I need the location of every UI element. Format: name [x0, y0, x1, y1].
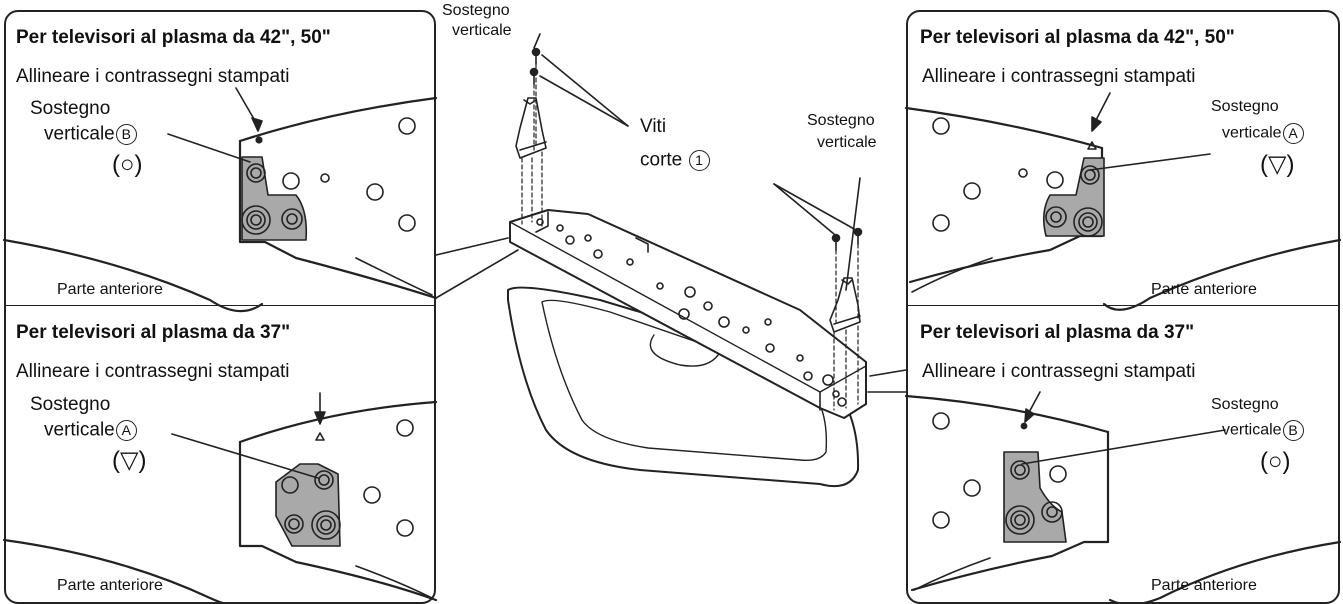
center-support-right-line2: verticale: [817, 134, 877, 151]
support-letter-badge: B: [1282, 420, 1304, 441]
bracket-icon: [829, 277, 861, 333]
circle-mark-icon: ○: [1268, 448, 1283, 475]
panel-bl-front-label: Parte anteriore: [57, 577, 163, 594]
center-screws-line1: Viti: [640, 116, 667, 137]
center-support-left-line2: verticale: [452, 22, 512, 39]
triangle-mark-icon: [315, 432, 325, 441]
panel-tl-support-line1: Sostegno: [30, 98, 111, 119]
screw-icon: [853, 227, 863, 245]
panel-tr-support-line1: Sostegno: [1211, 98, 1279, 115]
panel-tr-title: Per televisori al plasma da 42", 50": [920, 27, 1235, 48]
panel-bl-align-label: Allineare i contrassegni stampati: [16, 361, 290, 382]
circle-mark-icon: [255, 136, 263, 144]
center-support-right-line1: Sostegno: [807, 112, 875, 129]
panel-br-drawing: [904, 391, 1342, 604]
panel-bl-title: Per televisori al plasma da 37": [16, 322, 291, 343]
center-screws-line2: corte 1: [640, 150, 710, 171]
panel-tl-drawing: [2, 87, 438, 313]
panel-tr-front-label: Parte anteriore: [1151, 281, 1257, 298]
panel-tl-title: Per televisori al plasma da 42", 50": [16, 27, 331, 48]
panel-bl-support-line1: Sostegno: [30, 394, 111, 415]
center-support-left-line1: Sostegno: [442, 2, 510, 19]
panel-tr-drawing: [904, 92, 1342, 311]
panel-tr-mark: (▽): [1260, 151, 1295, 178]
panel-tl-front-label: Parte anteriore: [57, 281, 163, 298]
circle-mark-icon: ○: [120, 151, 135, 178]
stand-beam: [509, 209, 867, 419]
screw-icon: [831, 233, 841, 251]
support-letter-badge: A: [1282, 123, 1304, 144]
triangle-mark-icon: [1087, 141, 1097, 150]
panel-br-title: Per televisori al plasma da 37": [920, 322, 1195, 343]
center-stand-drawing: [435, 33, 907, 488]
bracket-icon: [515, 97, 547, 159]
panel-br-mark: (○): [1260, 448, 1291, 475]
panel-br-front-label: Parte anteriore: [1151, 577, 1257, 594]
panel-bl-drawing: [2, 392, 438, 604]
stand-base: [507, 286, 860, 488]
panel-bl-mark: (▽): [112, 447, 147, 474]
screw-icon: [531, 47, 541, 65]
right-frame: [906, 10, 1340, 604]
support-letter-badge: B: [115, 124, 137, 145]
panel-br-align-label: Allineare i contrassegni stampati: [922, 361, 1196, 382]
right-divider: [906, 305, 1340, 306]
panel-tr-align-label: Allineare i contrassegni stampati: [922, 66, 1196, 87]
panel-br-support-line1: Sostegno: [1211, 396, 1279, 413]
panel-tl-mark: (○): [112, 151, 143, 178]
triangle-mark-icon: ▽: [1268, 151, 1287, 178]
circle-mark-icon: [1020, 422, 1028, 430]
screw-number-badge: 1: [688, 150, 710, 171]
support-letter-badge: A: [115, 420, 137, 441]
panel-tl-align-label: Allineare i contrassegni stampati: [16, 66, 290, 87]
triangle-mark-icon: ▽: [120, 447, 139, 474]
